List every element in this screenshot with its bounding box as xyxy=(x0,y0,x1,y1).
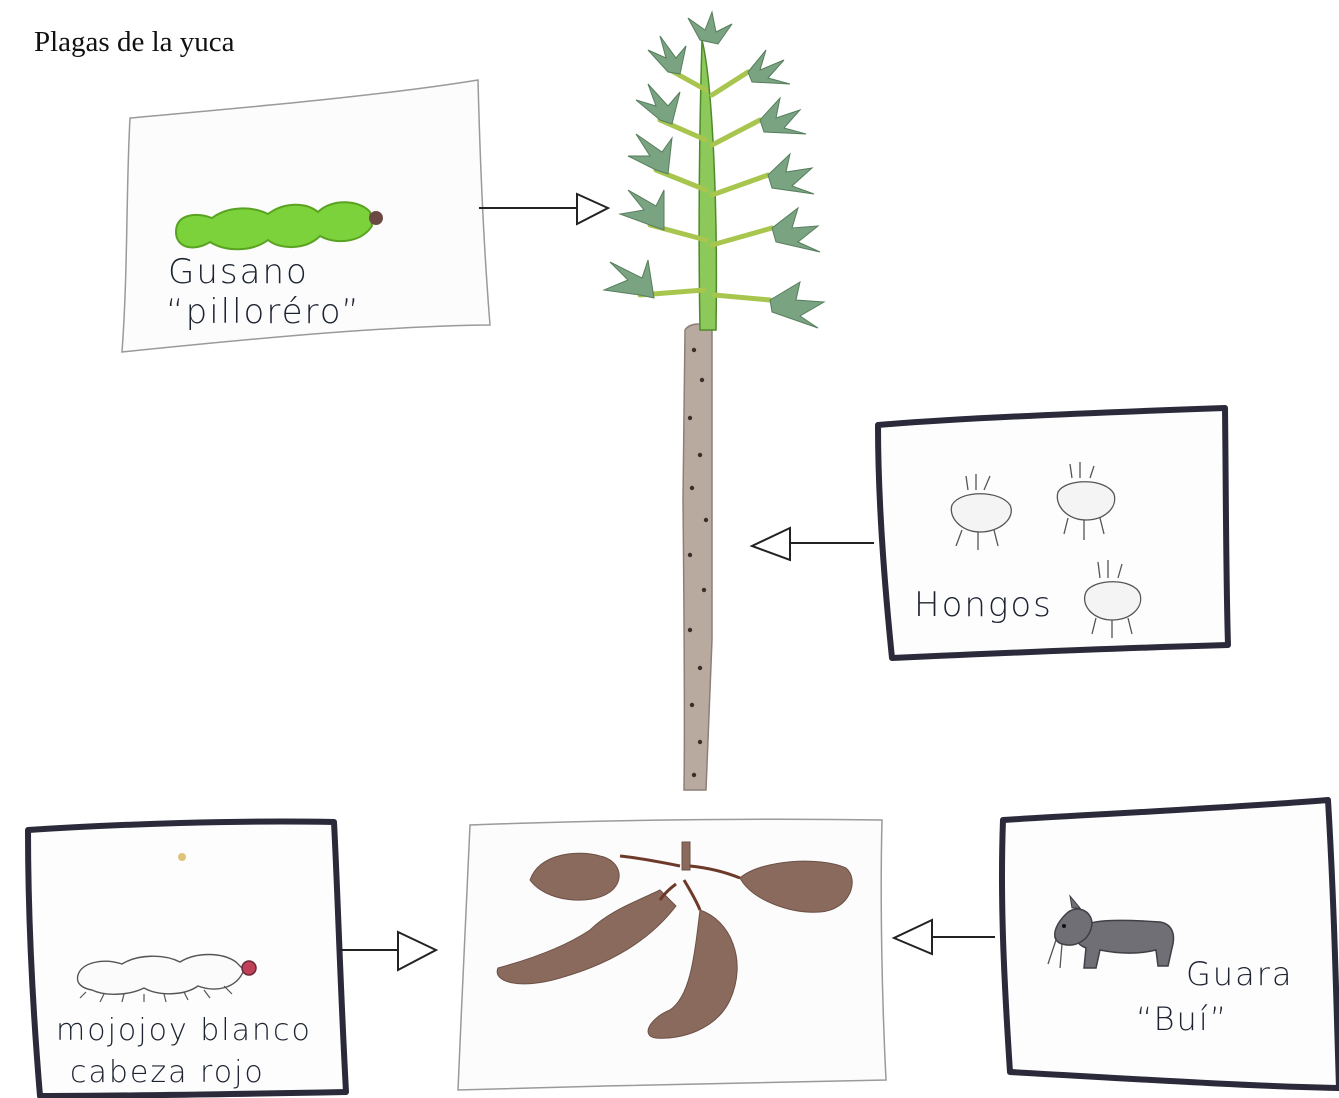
arrow-guara-to-roots xyxy=(894,920,995,954)
hongos-label: Hongos xyxy=(914,585,1053,625)
cassava-plant-icon xyxy=(604,12,824,790)
roots-box xyxy=(458,819,886,1090)
arrow-gusano-to-plant xyxy=(479,194,608,224)
arrow-hongos-to-stem xyxy=(752,528,874,560)
arrow-mojojoy-to-roots xyxy=(340,932,436,970)
gusano-label: Gusano xyxy=(168,252,309,292)
gusano-name-label: “pilloréro” xyxy=(166,292,361,332)
guara-label: Guara xyxy=(1186,955,1293,993)
mojojoy-label: mojojoy blanco xyxy=(56,1013,312,1048)
mojojoy-sub-label: cabeza rojo xyxy=(70,1055,265,1090)
guara-name-label: “Buí” xyxy=(1136,1000,1228,1038)
